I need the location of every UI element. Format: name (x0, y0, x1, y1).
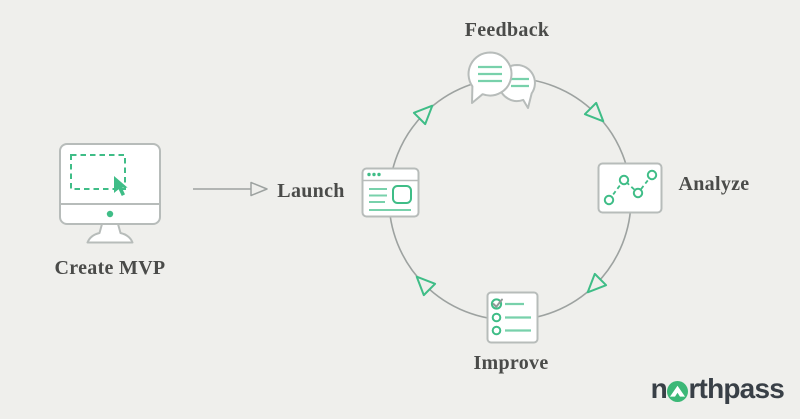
cycle-arrowhead-bottom-left (415, 275, 437, 297)
cycle-arrowhead-top-right (583, 101, 605, 123)
launch-arrow (193, 181, 268, 197)
cursor-icon (114, 176, 128, 196)
speech-bubbles-icon (467, 51, 536, 109)
browser-window-icon (361, 167, 420, 218)
monitor-power-dot (106, 210, 114, 218)
cycle-arrowhead-bottom-right (586, 272, 608, 294)
northpass-o-icon (667, 380, 689, 402)
cycle-arrowhead-top-left (412, 104, 434, 126)
stage-label-improve: Improve (473, 352, 549, 374)
stage-label-create-mvp: Create MVP (54, 257, 166, 279)
northpass-logo: n rthpass (650, 373, 785, 405)
monitor-icon (59, 143, 161, 244)
checkmark-icon (492, 298, 503, 308)
line-chart-icon (597, 162, 663, 214)
selection-box-icon (70, 154, 126, 190)
stage-label-launch: Launch (277, 180, 345, 202)
checklist-icon (486, 291, 539, 344)
stage-label-feedback: Feedback (464, 19, 550, 41)
logo-text-suffix: rthpass (688, 373, 784, 404)
logo-text-prefix: n (650, 373, 668, 404)
stage-label-analyze: Analyze (678, 173, 750, 195)
